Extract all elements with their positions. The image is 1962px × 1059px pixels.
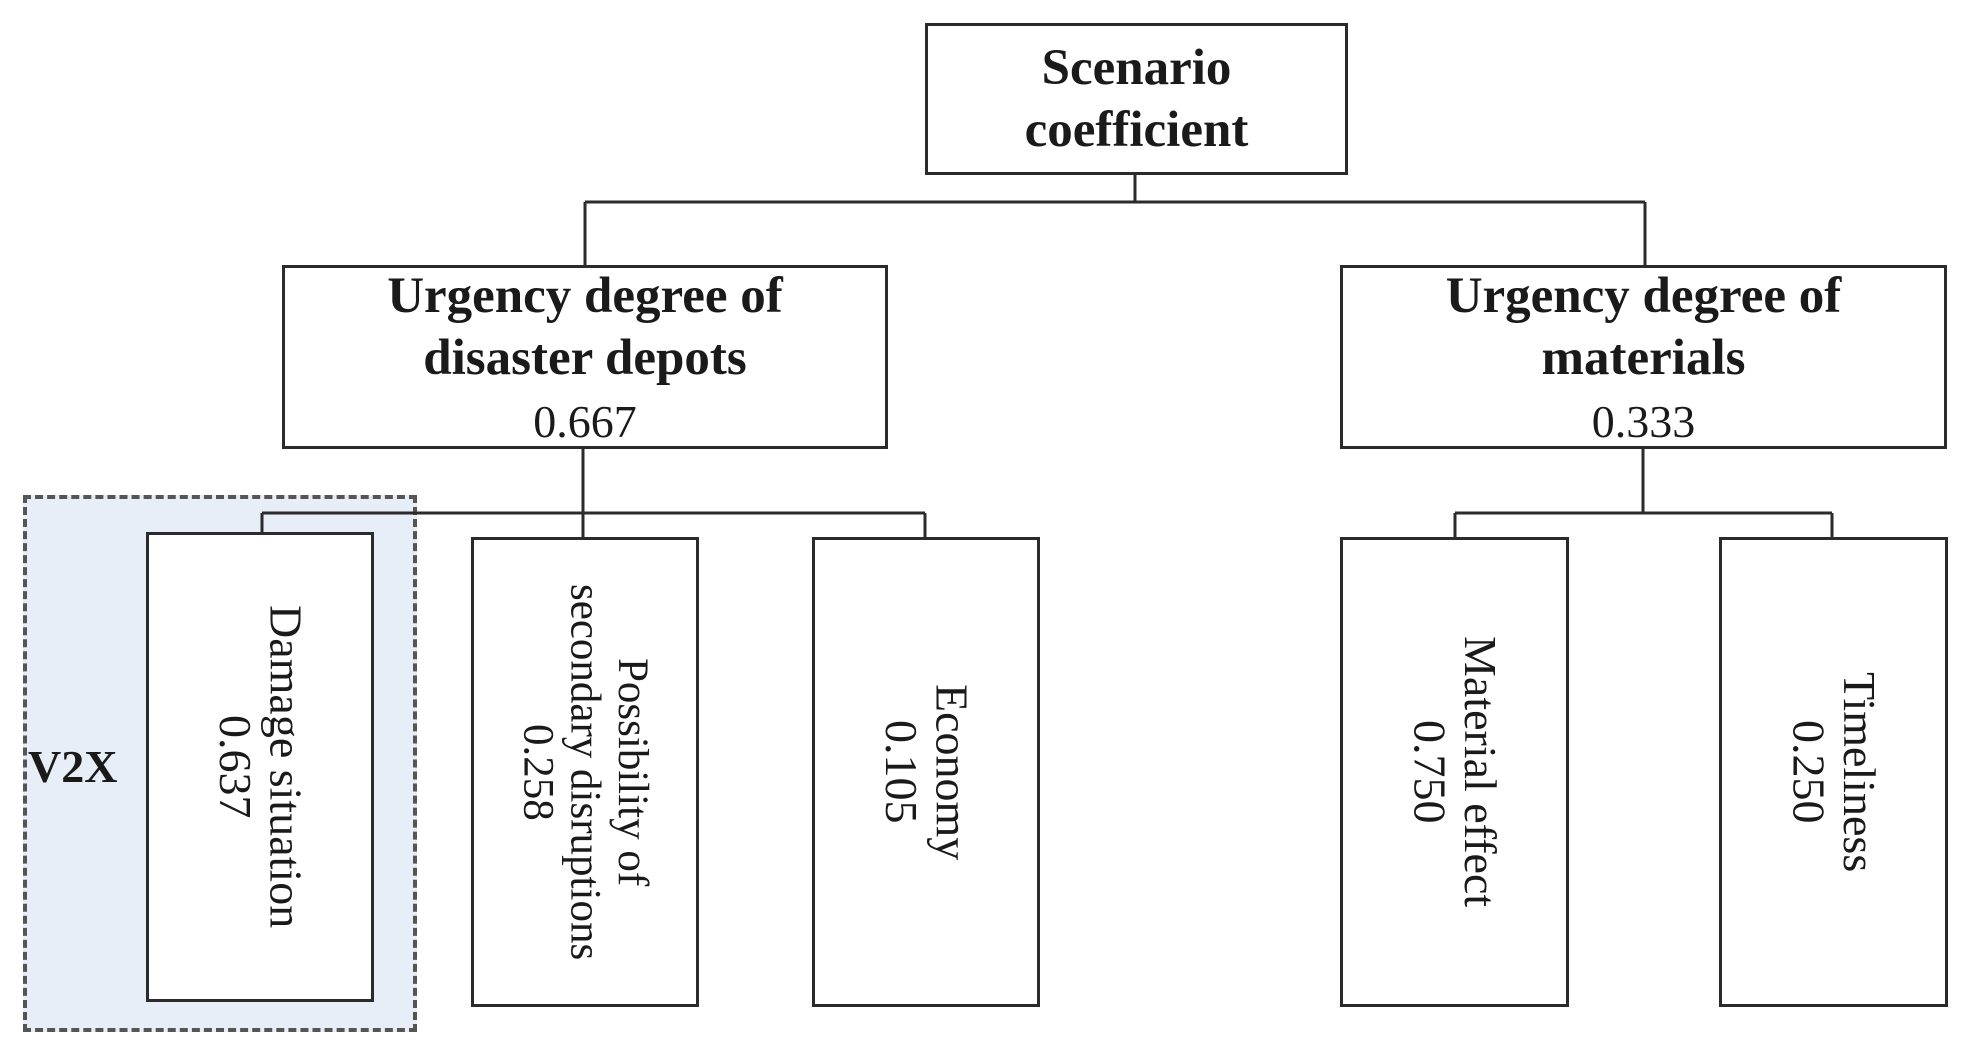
node-title-line1: Urgency degree of: [1445, 268, 1842, 325]
node-urgency-materials: Urgency degree of materials 0.333: [1340, 265, 1947, 449]
leaf-label: Material effect: [1455, 636, 1507, 908]
v2x-label: V2X: [28, 741, 118, 792]
leaf-weight: 0.250: [1783, 720, 1835, 824]
node-urgency-disaster-depots: Urgency degree of disaster depots 0.667: [282, 265, 888, 449]
leaf-damage-situation: Damage situation 0.637: [146, 532, 374, 1002]
leaf-label: Economy: [926, 683, 978, 861]
leaf-secondary-disruptions: Possibility of secondary disruptions 0.2…: [471, 537, 699, 1007]
leaf-material-effect: Material effect 0.750: [1340, 537, 1569, 1007]
leaf-weight: 0.637: [210, 715, 261, 819]
leaf-economy: Economy 0.105: [812, 537, 1040, 1007]
node-weight: 0.333: [1591, 395, 1696, 447]
node-weight: 0.667: [533, 395, 637, 447]
leaf-weight: 0.750: [1404, 720, 1456, 824]
root-title-line1: Scenario: [1041, 39, 1232, 96]
node-title-line2: materials: [1541, 330, 1746, 387]
root-node-scenario-coefficient: Scenario coefficient: [925, 23, 1348, 175]
node-title-line2: disaster depots: [423, 330, 747, 387]
leaf-label: Damage situation: [260, 605, 312, 929]
leaf-label-line1: Possibility of: [608, 657, 656, 887]
root-title-line2: coefficient: [1024, 102, 1249, 158]
node-title-line1: Urgency degree of: [387, 268, 783, 325]
leaf-label: Timeliness: [1834, 671, 1886, 873]
leaf-weight: 0.258: [514, 723, 562, 821]
leaf-timeliness: Timeliness 0.250: [1719, 537, 1948, 1007]
leaf-weight: 0.105: [876, 720, 927, 824]
leaf-label-line2: secondary disruptions: [561, 583, 609, 961]
